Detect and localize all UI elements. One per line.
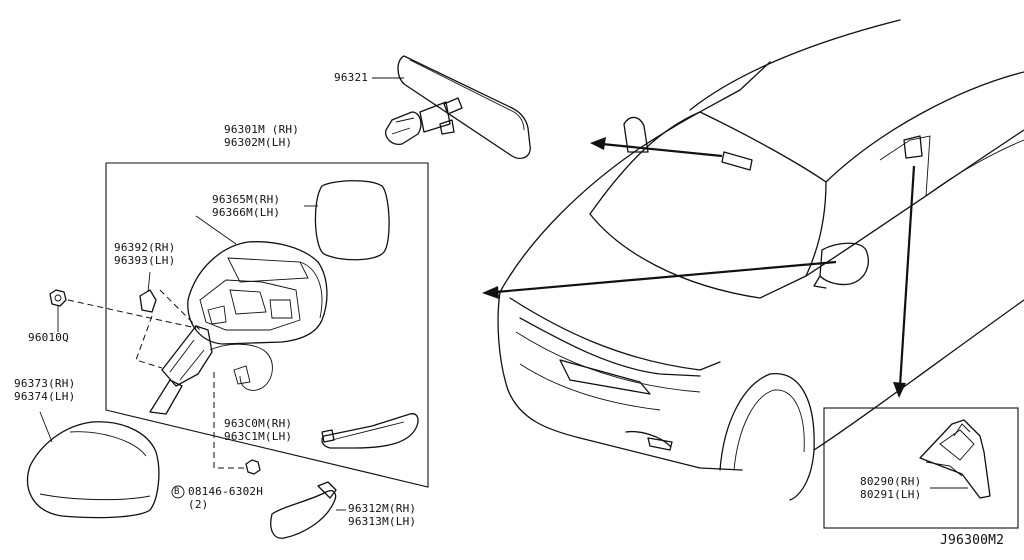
label-96366m-lh: 96366M(LH) bbox=[212, 206, 281, 219]
label-96393-lh: 96393(LH) bbox=[114, 254, 176, 267]
label-96301m-rh: 96301M (RH) bbox=[224, 123, 300, 136]
label-96392-rh: 96392(RH) bbox=[114, 241, 176, 254]
label-96321: 96321 bbox=[334, 71, 369, 84]
assembly-box bbox=[105, 162, 429, 488]
vehicle-drawing bbox=[497, 19, 1024, 501]
leader-arrows bbox=[482, 137, 916, 398]
label-bolt-symbol: B bbox=[174, 487, 180, 497]
mirror-body bbox=[149, 215, 328, 415]
mirror-cover bbox=[26, 411, 160, 519]
rear-view-mirror bbox=[372, 55, 531, 160]
mirror-glass bbox=[304, 180, 390, 261]
label-963c0m-rh: 963C0M(RH) bbox=[224, 417, 293, 430]
label-96374-lh: 96374(LH) bbox=[14, 390, 76, 403]
mirror-cap bbox=[139, 271, 157, 313]
bolt bbox=[171, 459, 261, 499]
label-96312m-rh: 96312M(RH) bbox=[348, 502, 417, 515]
label-96010q: 96010Q bbox=[28, 331, 69, 344]
label-08146-6302h: 08146-6302H bbox=[188, 485, 264, 498]
nut bbox=[49, 289, 67, 332]
label-80290-rh: 80290(RH) bbox=[860, 475, 922, 488]
label-96302m-lh: 96302M(LH) bbox=[224, 136, 293, 149]
label-96313m-lh: 96313M(LH) bbox=[348, 515, 417, 528]
turn-lamp bbox=[321, 413, 419, 449]
label-96365m-rh: 96365M(RH) bbox=[212, 193, 281, 206]
label-96373-rh: 96373(RH) bbox=[14, 377, 76, 390]
inset-part bbox=[919, 419, 991, 499]
inset-box bbox=[823, 407, 1019, 529]
label-80291-lh: 80291(LH) bbox=[860, 488, 922, 501]
label-963c1m-lh: 963C1M(LH) bbox=[224, 430, 293, 443]
diagram-code: J96300M2 bbox=[940, 533, 1005, 548]
under-finisher bbox=[270, 481, 346, 539]
label-bolt-qty: (2) bbox=[188, 498, 209, 511]
